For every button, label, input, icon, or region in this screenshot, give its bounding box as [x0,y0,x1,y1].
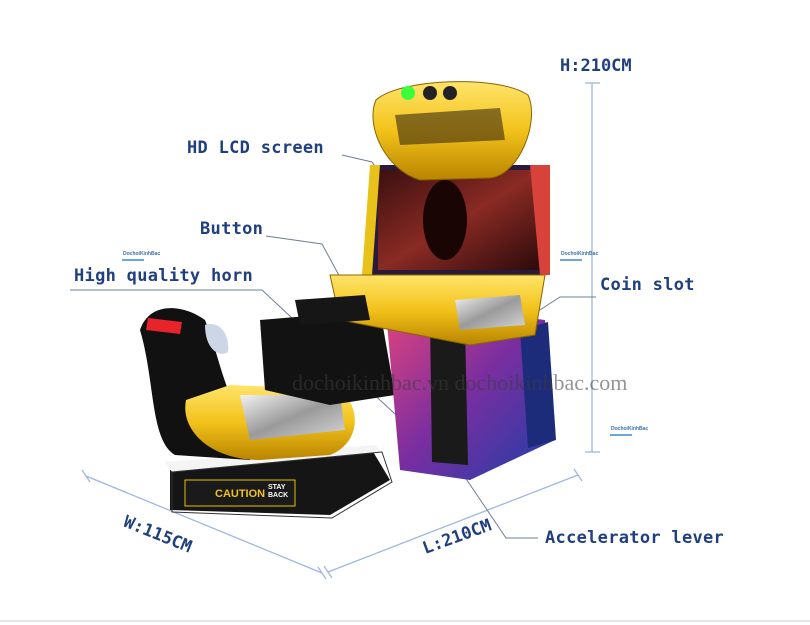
logo-bottom-right: DochoiKinhBac [611,426,649,432]
motorcycle-seat [140,308,395,460]
label-accelerator-lever: Accelerator lever [545,528,725,548]
cabinet [385,300,556,480]
dimension-height: H:210CM [560,56,632,76]
label-hd-lcd-screen: HD LCD screen [187,138,324,158]
label-high-quality-horn: High quality horn [74,266,254,286]
label-coin-slot: Coin slot [600,275,695,295]
watermark-text: dochoikinhbac.vn dochoikinhbac.com [292,370,628,395]
hd-lcd-screen [362,165,550,275]
dimension-lines [81,82,600,580]
console [295,274,546,346]
logo-right: DochoiKinhBac [561,251,599,257]
label-button: Button [200,219,264,239]
logo-marks [122,253,636,436]
platform-caution-text: CAUTION [215,488,266,500]
logo-left: DochoiKinhBac [123,251,161,257]
platform-stay-back-text: STAY BACK [268,484,289,499]
marquee [372,81,533,181]
